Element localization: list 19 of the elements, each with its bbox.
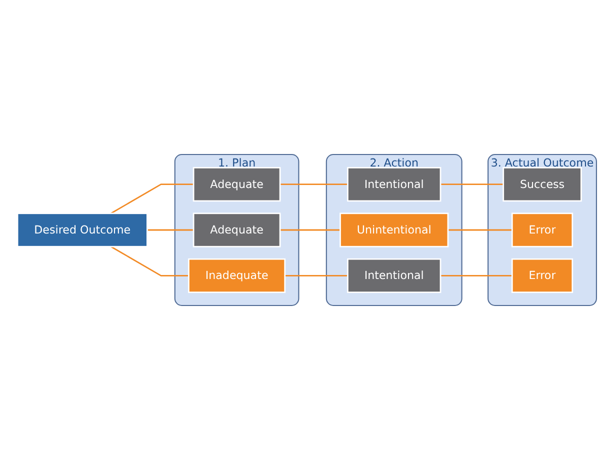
node-box: Success (502, 166, 582, 202)
node-box: Adequate (192, 166, 280, 202)
connector (440, 183, 503, 184)
node-box: Intentional (346, 166, 441, 202)
connector (110, 246, 188, 276)
node-box: Error (510, 212, 573, 247)
connector (280, 183, 348, 184)
node-box: Desired Outcome (16, 212, 148, 247)
connector (110, 183, 194, 214)
node-box: Unintentional (339, 212, 448, 247)
connector (280, 228, 340, 230)
connector (284, 274, 348, 276)
connector (440, 274, 512, 276)
connector (146, 228, 194, 230)
node-box: Intentional (346, 258, 441, 292)
node-box: Inadequate (188, 258, 286, 292)
node-box: Adequate (192, 212, 280, 247)
connector (447, 228, 512, 230)
node-box: Error (510, 258, 573, 292)
